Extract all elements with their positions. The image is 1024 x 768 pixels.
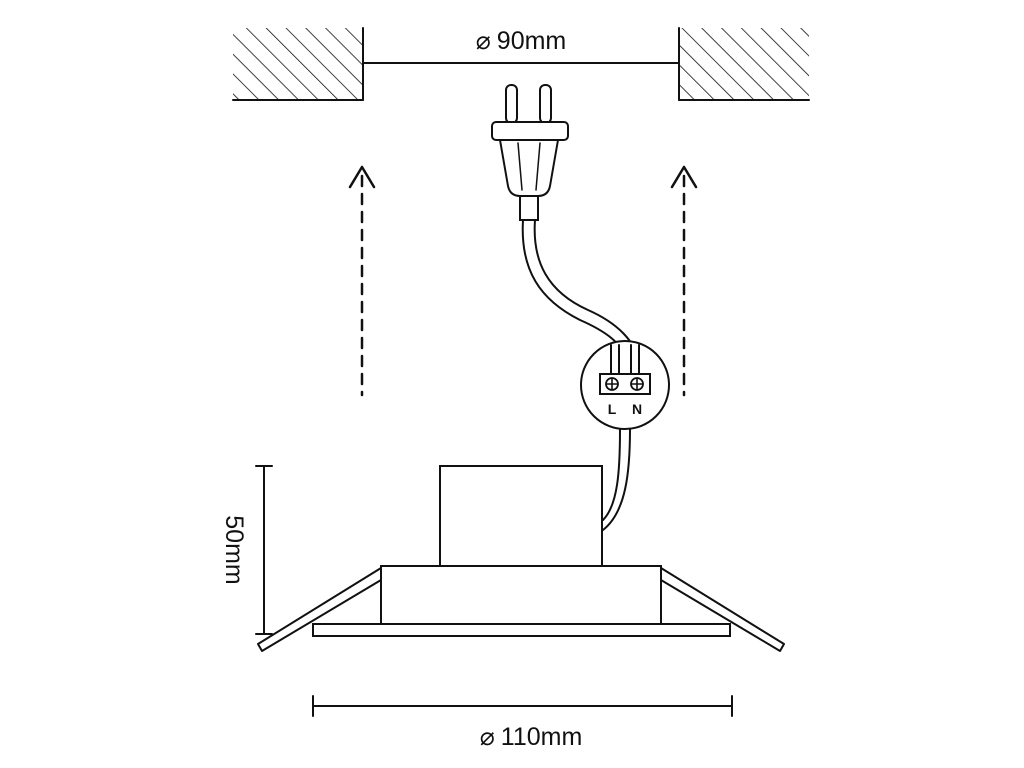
install-arrow-right [670, 165, 698, 397]
outer-diameter-dimension [312, 695, 733, 717]
install-arrow-left [348, 165, 376, 397]
power-cable [521, 219, 619, 346]
power-plug-icon [491, 84, 569, 221]
terminal-neutral-label: N [632, 401, 642, 417]
height-dimension [255, 465, 273, 635]
ceiling-right [678, 27, 810, 101]
cutout-diameter-label: ⌀90mm [476, 27, 567, 55]
terminal-live-label: L [608, 401, 617, 417]
ceiling-left [232, 27, 364, 101]
driver-cable [602, 428, 621, 521]
height-label: 50mm [220, 515, 248, 584]
outer-diameter-label: ⌀110mm [480, 723, 583, 751]
downlight-fixture [257, 465, 785, 652]
terminal-block: L N [580, 340, 670, 430]
